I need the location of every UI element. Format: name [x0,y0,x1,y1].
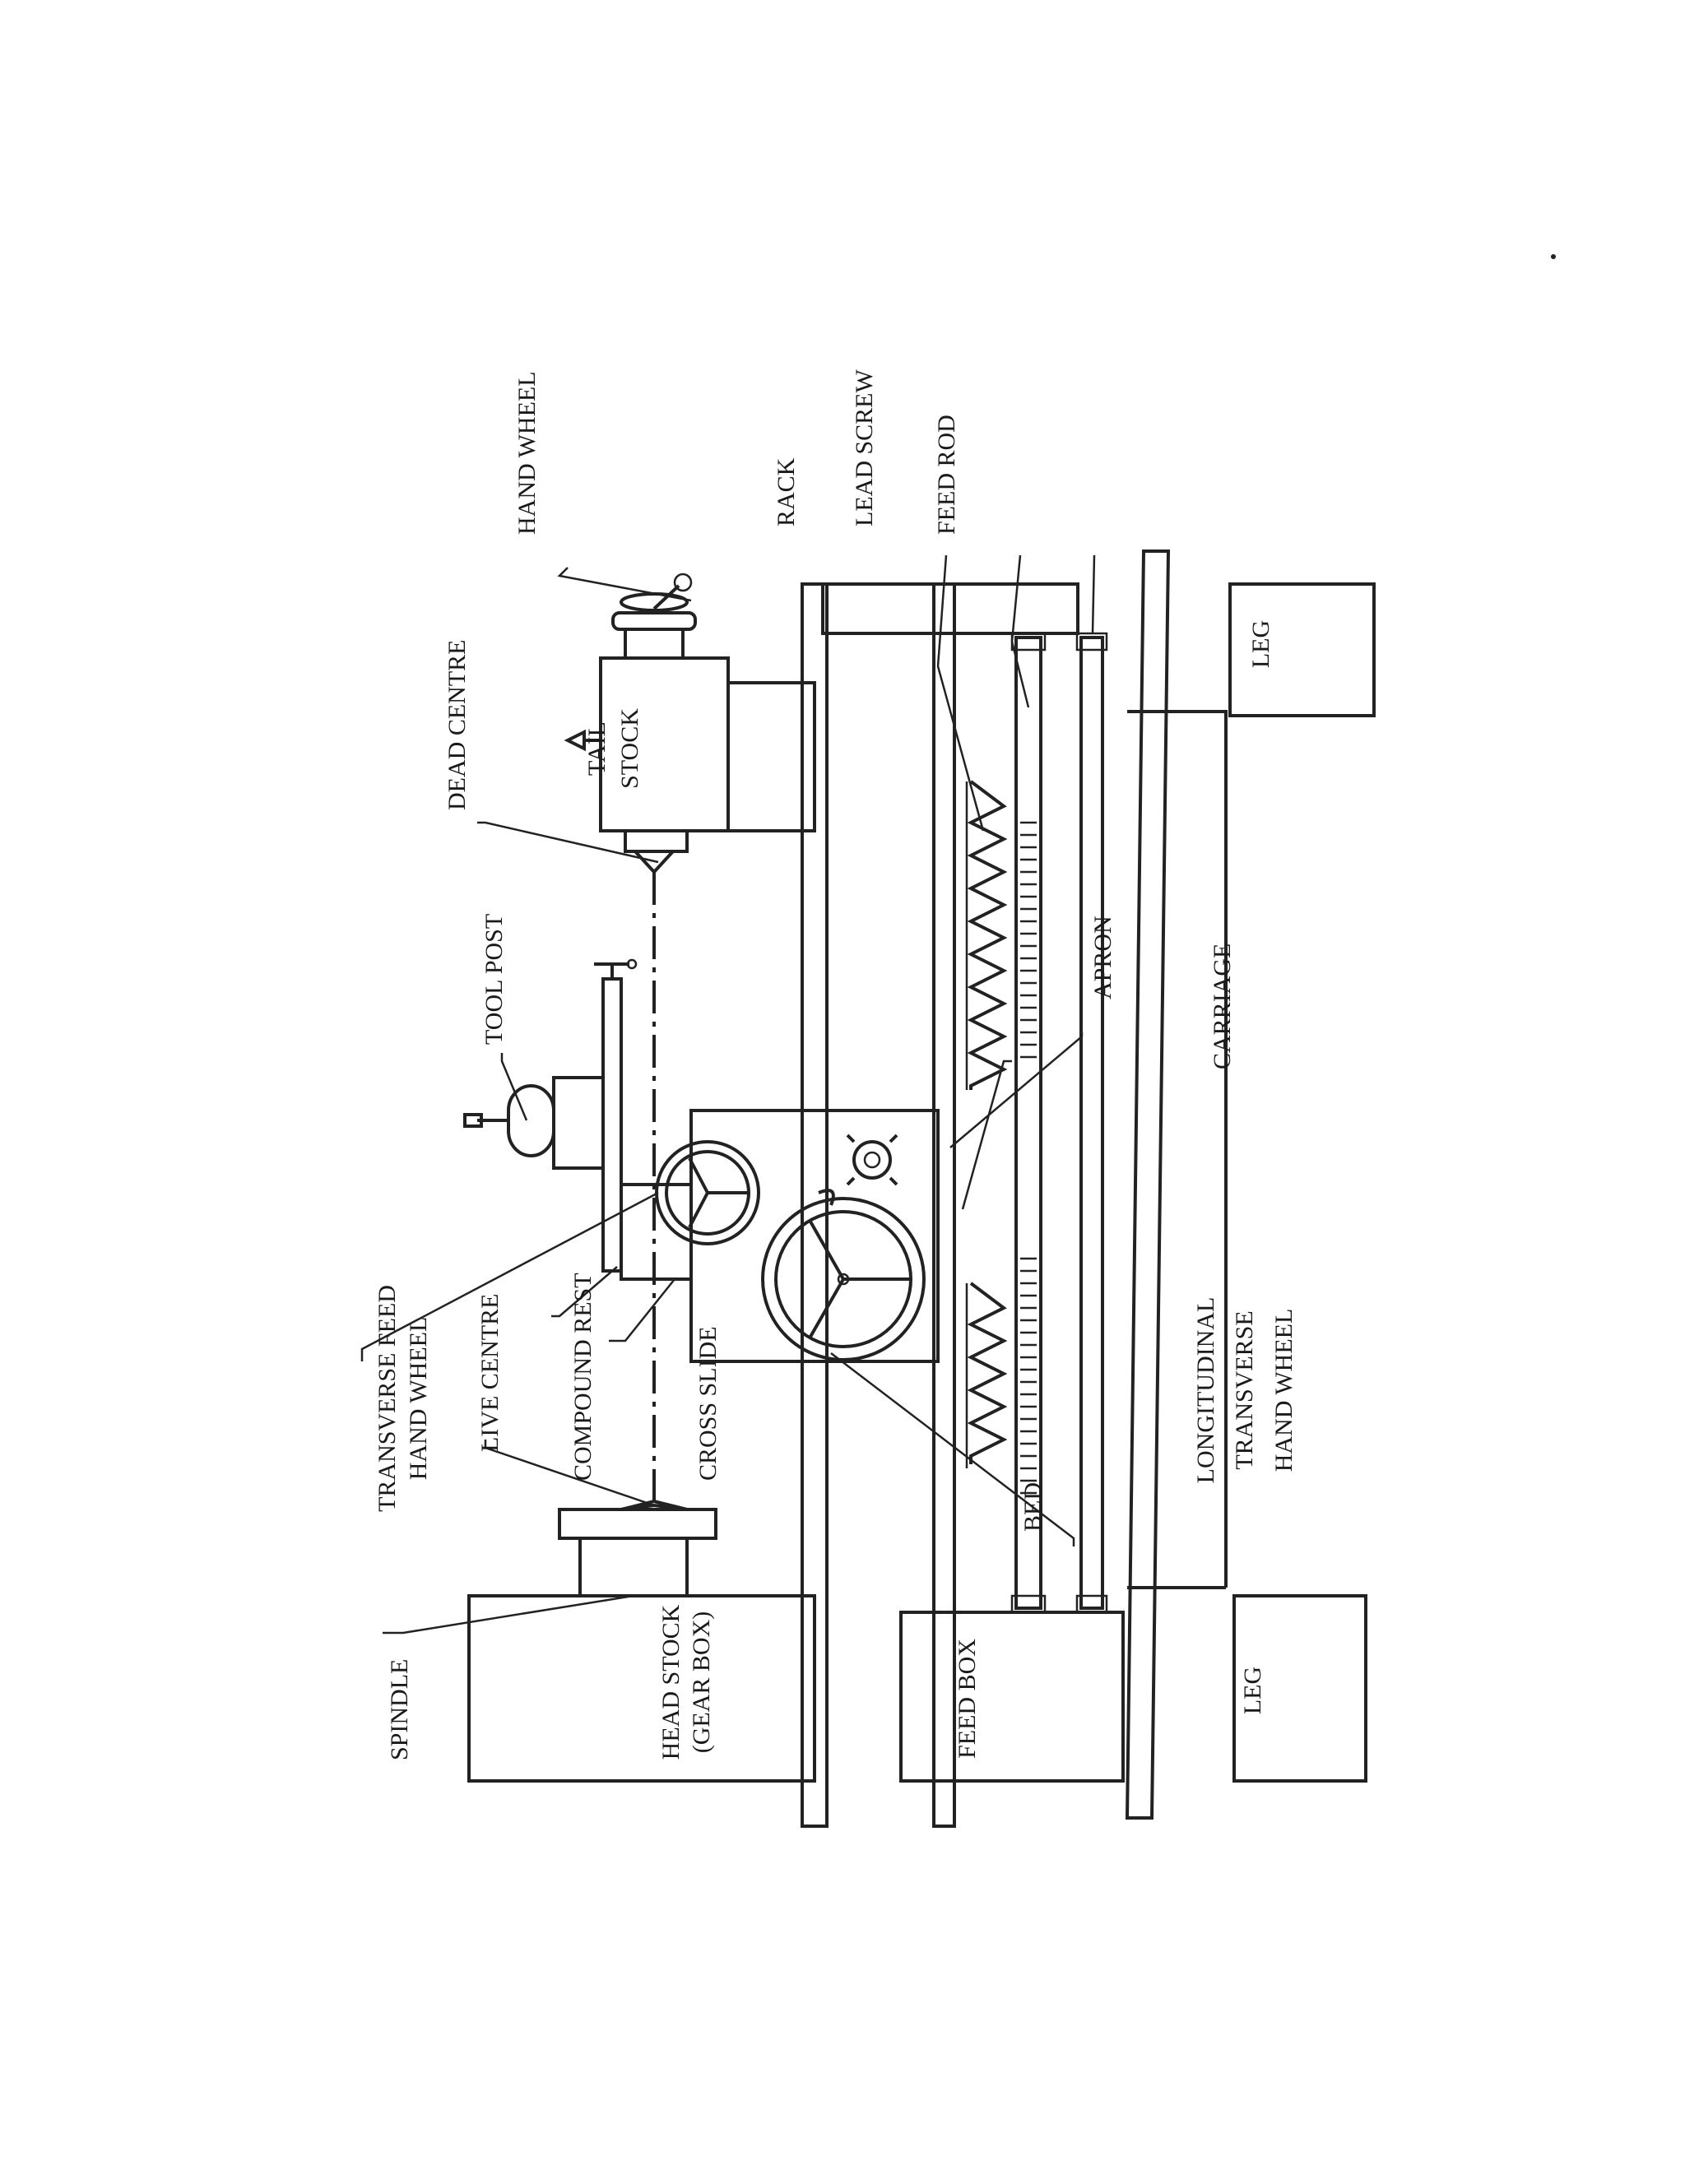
label-cross-slide: CROSS SLIDE [694,1326,722,1481]
tail-stock-clamp-icon [564,729,601,752]
bed-end-block [821,582,1079,635]
tail-stock-hand-wheel-icon [611,573,697,631]
feed-rod [1079,636,1104,1610]
label-spindle: SPINDLE [386,1659,413,1760]
tool-post-icon [463,1084,555,1157]
bed-inner [1127,710,1228,1588]
stray-dot [1551,254,1556,259]
leg-left [1232,1594,1367,1783]
label-carriage: CARRIAGE [1209,944,1236,1069]
lathe-drawing [360,549,1376,1828]
rack-right [967,780,1008,1090]
label-longitudinal-2: TRANSVERSE [1231,1310,1258,1469]
tail-stock-nose [624,829,689,853]
lead-screw-threads [1020,821,1037,1495]
transverse-feed-hand-wheel-icon [655,1140,760,1245]
rack-left [967,1282,1008,1464]
tail-stock-quill [624,628,685,660]
live-centre-edge-2 [624,1500,655,1511]
label-dead-centre: DEAD CENTRE [443,640,471,810]
label-lead-screw: LEAD SCREW [851,369,878,526]
tool-post-base [552,1076,605,1170]
head-stock [467,1594,816,1783]
bed-rail-top [801,582,829,1828]
spindle [578,1537,689,1597]
chuck-plate [558,1508,717,1540]
compound-rest [601,977,623,1273]
label-transverse-feed-2: HAND WHEEL [405,1317,432,1481]
apron-lever-icon [818,1189,835,1206]
leg-right [1228,582,1376,717]
label-leg-right: LEG [1247,620,1274,668]
apron-knob-icon [846,1134,898,1186]
live-centre-edge-1 [653,1500,684,1511]
label-tail-stock-2: STOCK [616,708,643,789]
label-head-stock-2: (GEAR BOX) [688,1611,715,1754]
label-feed-rod: FEED ROD [933,415,960,535]
label-hand-wheel: HAND WHEEL [513,371,541,535]
label-rack: RACK [773,457,800,526]
leader-lines [360,554,1096,1635]
label-head-stock-1: HEAD STOCK [657,1604,685,1760]
apron [689,1109,940,1363]
label-feed-box: FEED BOX [954,1639,981,1759]
label-compound-rest: COMPOUND REST [569,1273,596,1481]
feed-rod-bearing-l [1075,1594,1108,1614]
labels: HAND WHEEL DEAD CENTRE TAIL STOCK TOOL P… [374,369,1297,1760]
label-longitudinal-3: HAND WHEEL [1270,1309,1297,1472]
label-apron: APRON [1089,916,1116,999]
label-longitudinal-1: LONGITUDINAL [1192,1297,1219,1484]
lead-screw-bearing-l [1010,1594,1047,1614]
label-transverse-feed-1: TRANSVERSE FEED [374,1285,401,1512]
label-leg-left: LEG [1239,1667,1266,1714]
longitudinal-hand-wheel-icon [761,1197,926,1361]
lead-screw [1014,636,1042,1610]
bed-base-plate [1125,549,1171,1820]
dead-centre [631,850,677,874]
label-live-centre: LIVE CENTRE [476,1294,504,1452]
compound-rest-handle-icon [594,958,638,979]
label-tail-stock-1: TAIL [583,721,610,776]
label-bed: BED [1019,1482,1047,1532]
feed-rod-bearing-r [1075,632,1108,651]
label-tool-post: TOOL POST [480,914,508,1045]
